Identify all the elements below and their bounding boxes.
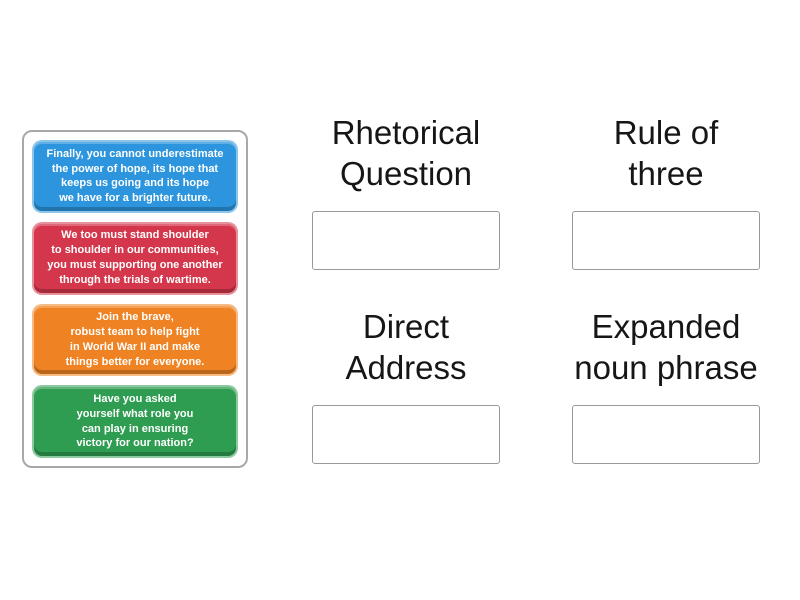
drop-zone-rhetorical-question[interactable]	[312, 211, 500, 270]
category-expanded-noun-phrase: Expanded noun phrase	[526, 306, 800, 464]
sortable-card[interactable]: Join the brave, robust team to help figh…	[32, 303, 238, 377]
card-source-panel: Finally, you cannot underestimate the po…	[22, 130, 248, 468]
category-label: Expanded noun phrase	[574, 308, 758, 386]
category-rhetorical-question: Rhetorical Question	[266, 112, 546, 270]
sortable-card[interactable]: Finally, you cannot underestimate the po…	[32, 140, 238, 213]
category-label: Rule of three	[613, 114, 719, 192]
category-label: Direct Address	[345, 308, 467, 386]
sortable-card[interactable]: We too must stand shoulder to shoulder i…	[32, 221, 238, 295]
category-direct-address: Direct Address	[266, 306, 546, 464]
drop-zone-expanded-noun-phrase[interactable]	[572, 405, 760, 464]
sortable-card[interactable]: Have you asked yourself what role you ca…	[32, 385, 238, 458]
drop-zone-rule-of-three[interactable]	[572, 211, 760, 270]
category-label: Rhetorical Question	[331, 114, 481, 192]
category-rule-of-three: Rule of three	[526, 112, 800, 270]
drop-zone-direct-address[interactable]	[312, 405, 500, 464]
